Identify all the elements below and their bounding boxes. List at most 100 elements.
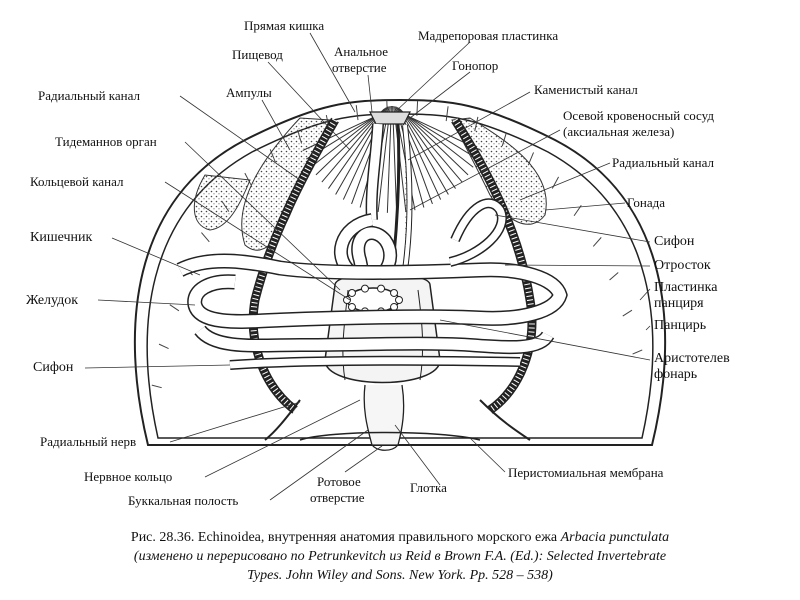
test-plate-tick [151, 384, 162, 389]
radial-canal-left-drawing [248, 117, 339, 414]
stomach-loop-inner [195, 326, 553, 353]
label-radial-canal-left: Радиальный канал [38, 88, 140, 103]
label-test: Панцирь [654, 318, 707, 333]
lantern-rib-right [417, 289, 424, 381]
ampulla-stroke [321, 109, 384, 183]
test-plate-tick [551, 176, 560, 189]
radial-canal-right-fill [452, 118, 535, 413]
label-mouth-1: Ротовое [317, 474, 361, 489]
leader-line [164, 181, 351, 301]
leader-line [439, 319, 651, 361]
label-ring-canal: Кольцевой канал [30, 174, 124, 189]
leader-line [639, 288, 651, 301]
peristomial-membrane-drawing [299, 431, 481, 441]
leader-line [261, 99, 291, 151]
label-stomach: Желудок [26, 293, 79, 308]
label-rectum: Прямая кишка [244, 18, 325, 33]
label-anus-1: Анальное [334, 44, 389, 59]
ampulla-stroke [302, 113, 381, 151]
label-madreporite: Мадрепоровая пластинка [418, 28, 559, 43]
caption-line-2: (изменено и перерисовано по Petrunkevitc… [0, 547, 800, 566]
label-aristotle-2: фонарь [654, 367, 698, 382]
caption-line-3: Types. John Wiley and Sons. New York. Pp… [0, 566, 800, 585]
label-radial-nerve: Радиальный нерв [40, 434, 137, 449]
label-axial-2: (аксиальная железа) [563, 124, 675, 139]
label-gonad: Гонада [627, 195, 665, 210]
label-process: Отросток [654, 258, 711, 273]
test-plate-tick [445, 106, 449, 122]
label-test-plate-1: Пластинка [654, 280, 718, 295]
intestine-loop-inner [177, 255, 567, 328]
gonad-left-outer [193, 174, 251, 231]
leader-line [394, 41, 471, 113]
leader-line [645, 325, 651, 331]
label-buccal-cavity: Буккальная полость [128, 493, 239, 508]
rectum-tube-inner [367, 123, 383, 221]
mouth-opening [371, 444, 399, 451]
caption-line-1: Рис. 28.36. Echinoidea, внутренняя анато… [0, 528, 800, 547]
label-radial-canal-right: Радиальный канал [612, 155, 714, 170]
test-outline-outer [133, 98, 667, 446]
caption-line-2-a: (изменено и перерисовано по [133, 549, 309, 564]
ampulla-stroke [401, 111, 474, 168]
diagram-stage: Прямая кишка Пищевод Анальное отверстие … [26, 18, 730, 508]
sea-urchin-anatomy-drawing [84, 32, 667, 501]
leader-line [504, 264, 651, 267]
leader-line [544, 202, 626, 211]
leader-line [407, 91, 531, 161]
leader-line [394, 424, 441, 486]
label-test-plate-2: панциря [654, 296, 704, 311]
test-plate-tick [355, 105, 359, 121]
leader-line [169, 401, 301, 443]
label-mouth-2: отверстие [310, 490, 365, 505]
test-plate-tick [592, 237, 602, 247]
test-plate-tick [169, 304, 180, 312]
radial-nerve-left-drawing [264, 399, 301, 441]
leader-line [409, 129, 561, 211]
leader-line [469, 437, 506, 473]
label-gonopore: Гонопор [452, 58, 499, 73]
leader-line [179, 95, 301, 181]
caption-line-2-b: Petrunkevitch из Reid в Brown F.A. (Ed.)… [308, 549, 667, 564]
test-plate-tick [244, 172, 252, 186]
caption-species: Arbacia punctulata [560, 530, 670, 545]
test-plate-tick [632, 349, 643, 355]
ampulla-stroke [310, 111, 383, 168]
leader-line [111, 237, 201, 276]
label-pharynx: Глотка [410, 480, 447, 495]
label-nerve-ring: Нервное кольцо [84, 469, 173, 484]
label-intestine: Кишечник [30, 230, 93, 245]
label-siphon-right: Сифон [654, 234, 695, 249]
pharynx-drawing [363, 384, 405, 446]
leader-line [269, 429, 369, 501]
ring-canal-lobe [390, 288, 399, 297]
leader-line [344, 445, 383, 473]
ring-canal-lobe [377, 284, 386, 293]
leader-line [184, 141, 341, 291]
ring-canal-lobe [347, 288, 356, 297]
siphon-upper-right-inner [449, 199, 506, 266]
leader-line [204, 399, 361, 478]
test-plate-tick [609, 272, 619, 281]
label-axial-1: Осевой кровеносный сосуд [563, 108, 714, 123]
axial-gland-inner [403, 124, 412, 271]
label-siphon-left: Сифон [33, 360, 74, 375]
madreporite-plate [369, 111, 411, 125]
leader-line [367, 74, 373, 113]
label-tiedemann: Тидеманнов орган [55, 134, 157, 149]
figure-caption: Рис. 28.36. Echinoidea, внутренняя анато… [0, 528, 800, 585]
label-anus-2: отверстие [332, 60, 387, 75]
label-stone-canal: Каменистый канал [534, 82, 638, 97]
caption-line-1-text: Рис. 28.36. Echinoidea, внутренняя анато… [130, 530, 561, 545]
leader-line [97, 299, 196, 306]
test-plate-tick [622, 309, 633, 317]
radial-nerve-right-drawing [479, 399, 531, 441]
leader-line [267, 61, 351, 151]
ring-canal-lobe [347, 303, 356, 312]
test-plate-tick [416, 100, 419, 116]
label-peristomial: Перистомиальная мембрана [508, 465, 664, 480]
leader-line [84, 364, 231, 369]
leader-line [409, 71, 471, 119]
ring-canal-lobe [395, 296, 403, 304]
label-ampullae: Ампулы [226, 85, 272, 100]
